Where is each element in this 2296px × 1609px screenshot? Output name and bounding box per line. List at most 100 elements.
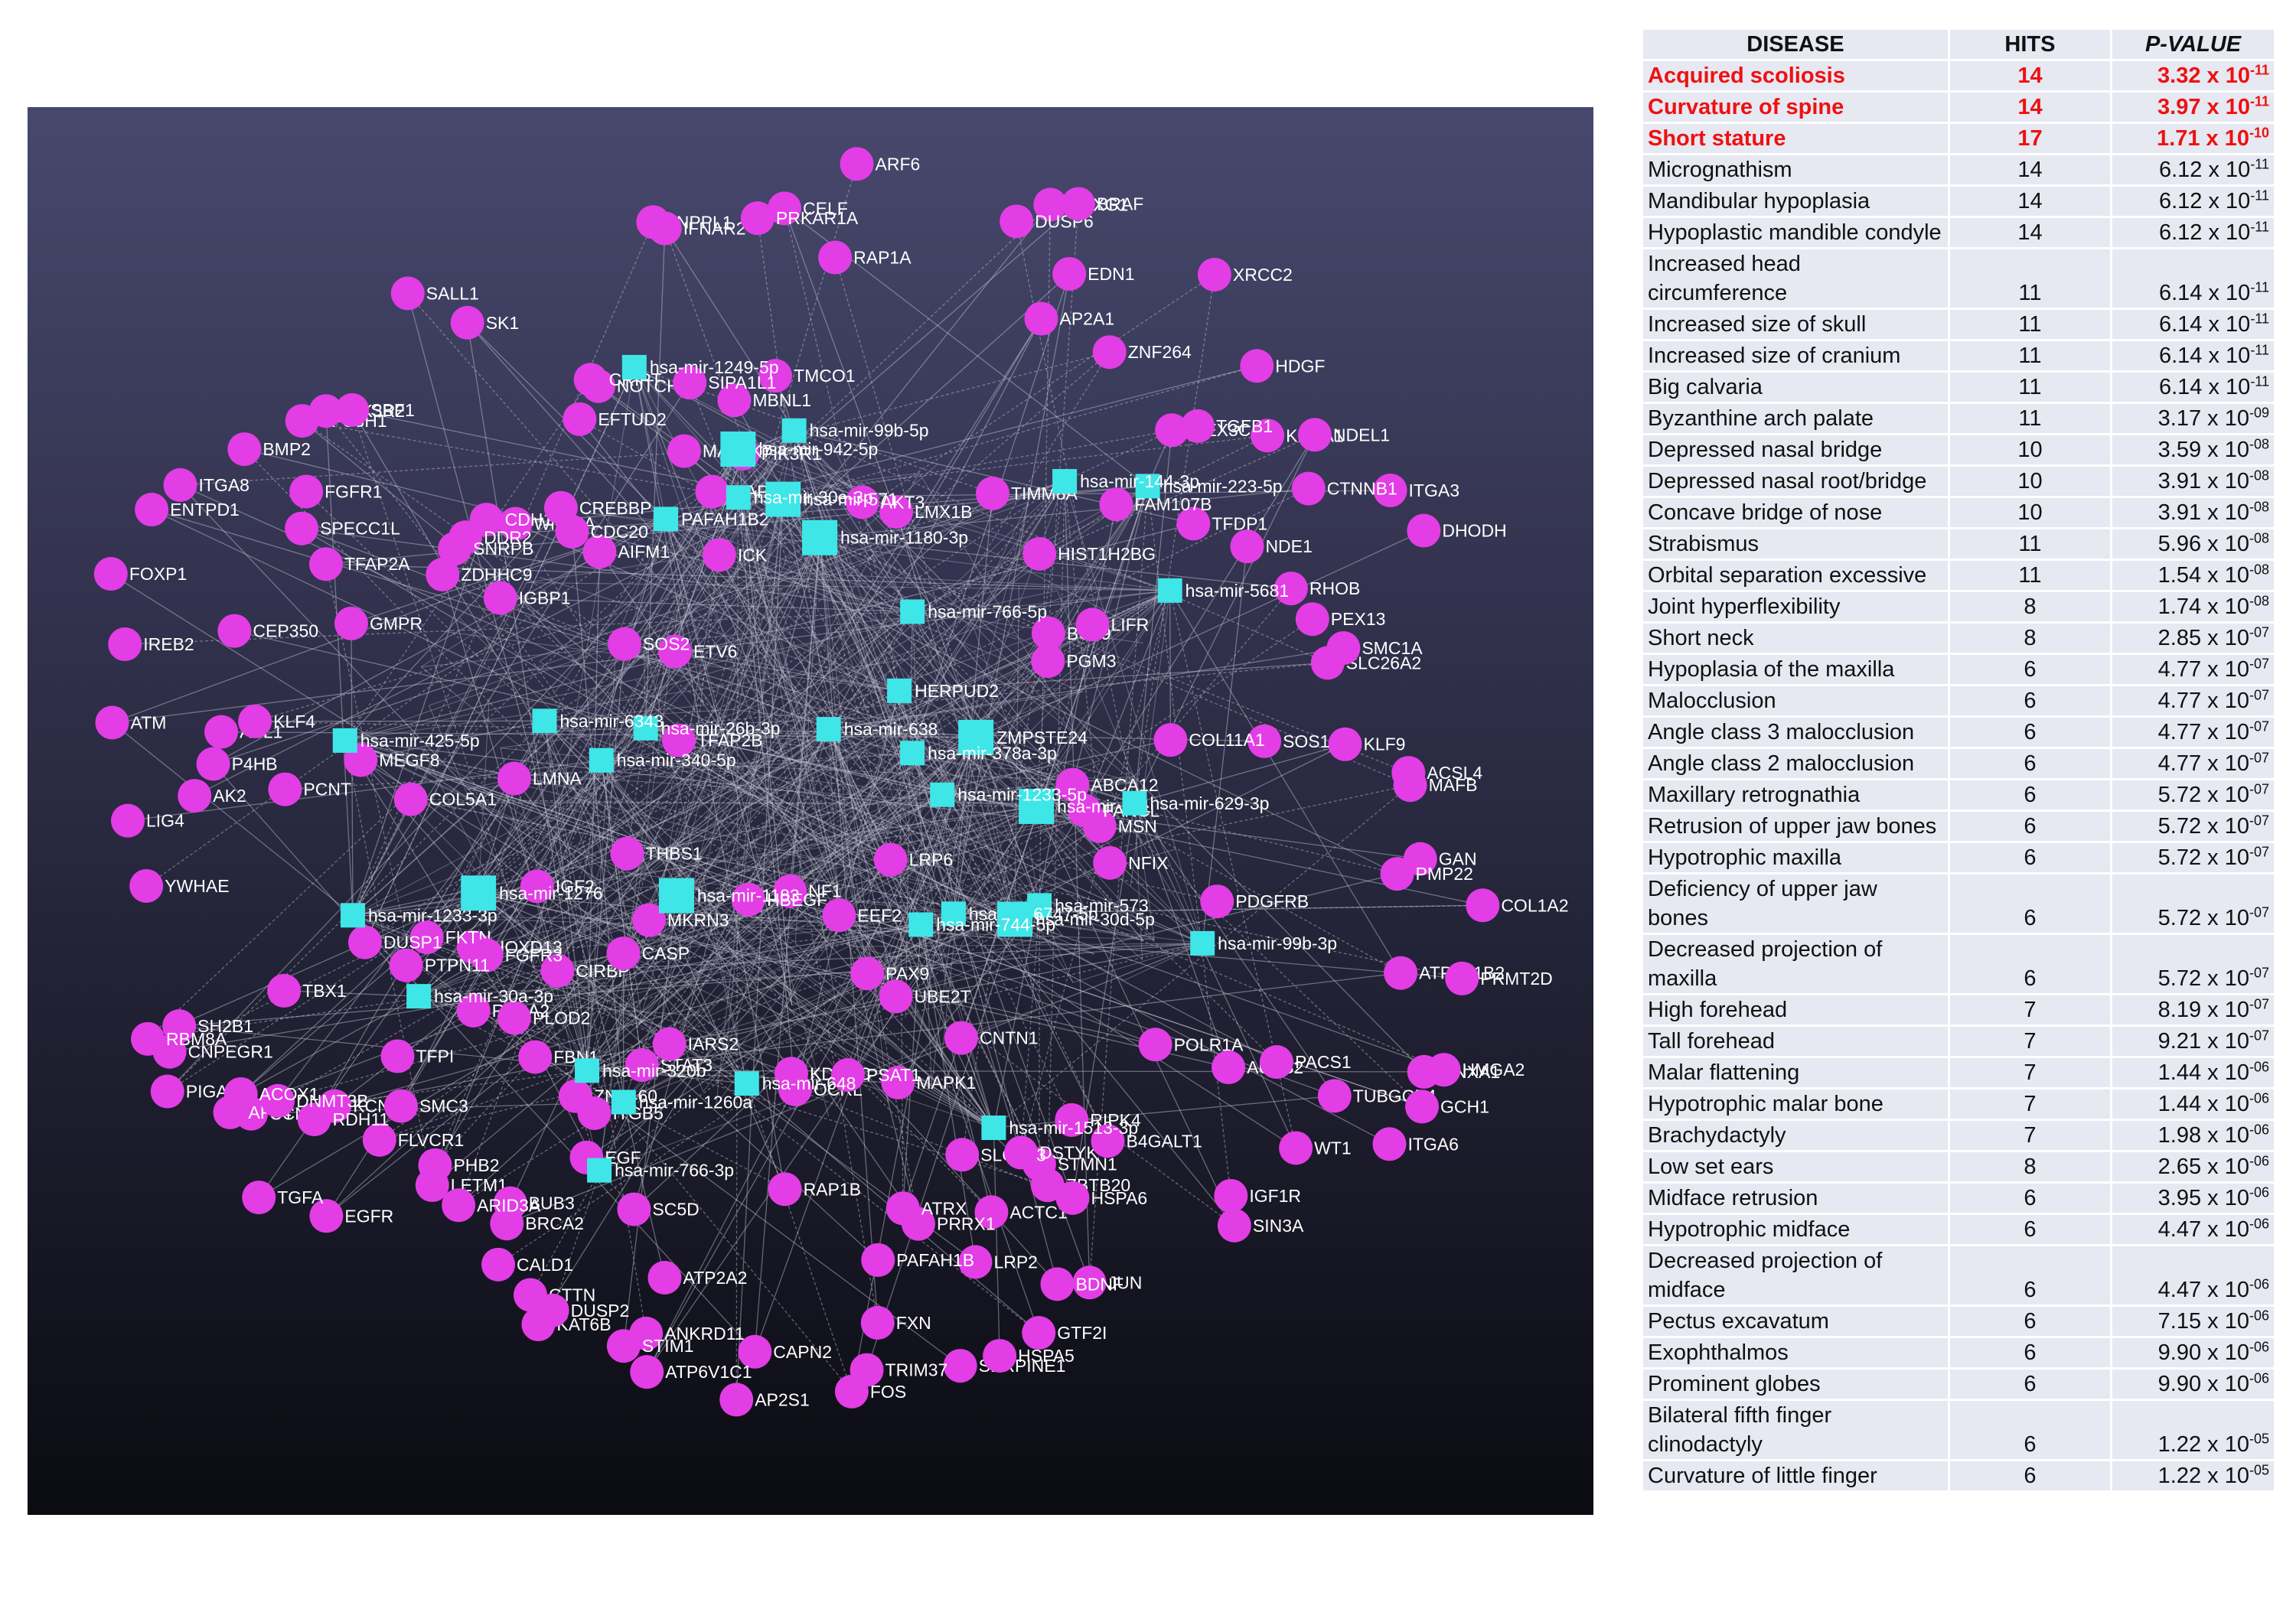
network-edge: [586, 942, 827, 1071]
gene-label: CREBBP: [579, 498, 652, 518]
network-edge: [889, 918, 1016, 987]
network-edge: [993, 784, 1411, 1129]
network-edge: [590, 379, 913, 612]
network-edge: [478, 892, 879, 1261]
network-edge: [899, 662, 1328, 692]
network-edge: [557, 803, 1135, 972]
network-edge: [819, 487, 1309, 539]
network-edge: [828, 691, 1082, 730]
network-edge: [645, 728, 1296, 1149]
network-edge: [649, 913, 954, 921]
gene-node-mapk1: [881, 1065, 915, 1099]
network-edge: [889, 806, 1037, 923]
disease-name-cell: Angle class 3 malocclusion: [1643, 718, 1948, 747]
network-edge: [1202, 546, 1248, 943]
gene-node-psat1: [830, 1057, 865, 1092]
network-edge: [1133, 274, 1215, 803]
pvalue-cell: 1.54 x 10-08: [2112, 561, 2274, 590]
network-edge: [819, 492, 913, 612]
network-edge: [112, 518, 667, 724]
network-edge: [1014, 918, 1155, 940]
mirna-label: hsa-mir-223-5p: [1163, 476, 1283, 496]
gene-node-atp6v1c1: [630, 1355, 664, 1389]
network-edge: [665, 519, 830, 1117]
hits-cell: 10: [1949, 498, 2111, 527]
network-edge: [418, 633, 1049, 997]
gene-label: AK2: [213, 786, 246, 806]
pvalue-exponent: -11: [2249, 93, 2269, 109]
gene-node-braf: [1062, 187, 1096, 221]
gene-label: CASP: [641, 943, 690, 963]
gene-node-gtf2i: [1022, 1316, 1056, 1350]
pvalue-exponent: -07: [2249, 904, 2269, 920]
network-edge: [942, 776, 1135, 796]
network-edge: [794, 806, 1037, 842]
network-edge: [902, 924, 921, 1209]
network-edge: [819, 537, 1291, 589]
network-edge: [651, 499, 784, 1064]
gene-label: CELF: [803, 198, 848, 218]
gene-node-pacs1: [1259, 1045, 1293, 1080]
gene-node-pdgfrb: [1200, 884, 1234, 919]
network-edge: [516, 499, 784, 897]
network-edge: [960, 486, 1149, 1038]
network-edge: [352, 914, 889, 923]
gene-node-xrcc2: [1197, 257, 1231, 292]
pvalue-cell: 6.12 x 10-11: [2112, 218, 2274, 247]
gene-node-itga6: [1372, 1127, 1407, 1161]
network-edge: [213, 764, 419, 997]
network-edge: [1084, 590, 1171, 811]
network-edge: [593, 430, 795, 1114]
mirna-label: hsa-mir-571: [804, 490, 898, 510]
mirna-label: hsa-mir-320b: [602, 1060, 706, 1080]
pvalue-mantissa: 1.71 x 10: [2157, 126, 2249, 151]
network-edge: [645, 728, 1277, 1063]
network-edge: [828, 728, 1235, 1226]
gene-label: ARF6: [876, 154, 921, 174]
network-edge: [715, 728, 830, 1085]
pvalue-mantissa: 1.74 x 10: [2157, 594, 2249, 619]
gene-node-snrpb: [438, 532, 472, 566]
gene-node-hspa6: [1055, 1181, 1090, 1215]
network-edge: [598, 913, 954, 1004]
pvalue-cell: 8.19 x 10-07: [2112, 995, 2274, 1024]
gene-node-abl1: [204, 715, 239, 749]
mirna-node-hsa-mir-320b: [575, 1058, 600, 1083]
network-edge: [819, 537, 1073, 786]
network-edge: [352, 914, 634, 1047]
mirna-node-hsa-mir-648: [734, 1071, 759, 1096]
mirna-label: hsa-mir-30a-3p: [434, 986, 553, 1006]
gene-label: UBE2T: [915, 986, 971, 1006]
disease-name-cell: Exophthalmos: [1643, 1338, 1948, 1367]
network-edge: [302, 420, 1016, 920]
network-edge: [665, 519, 793, 1005]
gene-label: IFNAR2: [683, 218, 746, 238]
gene-node-tgfb1: [1181, 409, 1215, 443]
gene-node-sos2: [607, 627, 641, 661]
network-edge: [634, 366, 1126, 622]
network-edge: [539, 752, 913, 1021]
disease-name-cell: Hypotrophic malar bone: [1643, 1089, 1948, 1119]
gene-node-rap1a: [818, 240, 853, 275]
network-edge: [467, 322, 588, 1071]
network-edge: [828, 728, 1039, 1334]
gene-node-map2k1: [695, 474, 729, 509]
network-edge: [645, 728, 1137, 783]
gene-node-bmp2: [227, 432, 262, 467]
network-edge: [601, 714, 937, 761]
disease-name-cell: Big calvaria: [1643, 373, 1948, 402]
network-edge: [665, 519, 942, 1058]
network-edge: [1064, 480, 1176, 849]
pvalue-exponent: -09: [2249, 405, 2269, 421]
gene-label: DDR2: [484, 527, 532, 547]
pvalue-exponent: -07: [2249, 687, 2269, 703]
network-edge: [513, 803, 1135, 957]
gene-node-zbtb20: [1030, 1168, 1065, 1203]
network-edge: [352, 790, 587, 916]
network-edge: [634, 366, 786, 1190]
gene-node-serpine1: [943, 1349, 977, 1383]
